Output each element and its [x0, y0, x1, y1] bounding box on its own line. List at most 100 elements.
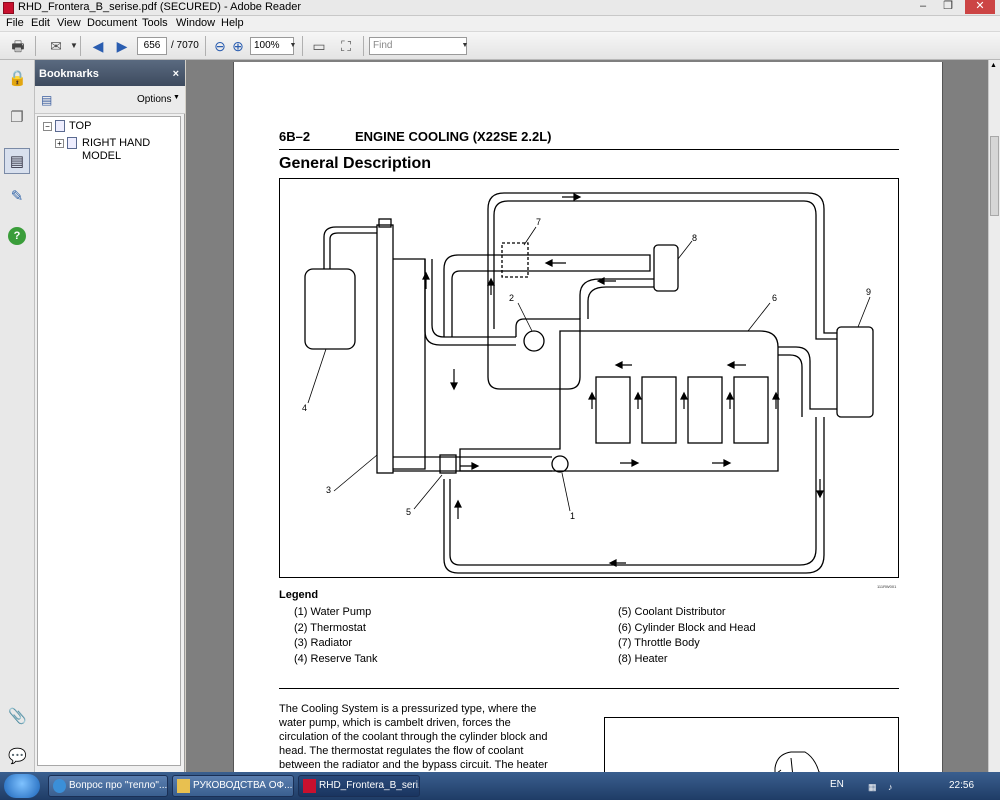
body-line: head. The thermostat regulates the flow … [279, 745, 524, 757]
flow-arrow [588, 391, 596, 409]
start-button[interactable] [4, 774, 40, 798]
pipe-9-link [815, 324, 837, 340]
volume-icon[interactable]: ♪ [888, 782, 893, 792]
browser-icon [53, 779, 66, 793]
body-line: The Cooling System is a pressurized type… [279, 703, 537, 715]
bookmarks-toolbar: ▤ Options ▼ [35, 86, 185, 114]
restore-button[interactable]: ❐ [943, 0, 953, 12]
chevron-down-icon[interactable]: ▼ [461, 42, 469, 49]
language-indicator[interactable]: EN [830, 779, 844, 790]
bookmark-item-right-hand-model-line2[interactable]: MODEL [82, 150, 122, 162]
legend-item-1: (1) Water Pump [294, 606, 372, 618]
print-icon[interactable]: 🖶 [11, 38, 25, 54]
leader-line-6 [747, 302, 771, 332]
folder-icon [177, 779, 190, 793]
pipe-heater-hose [443, 254, 651, 337]
menu-file[interactable]: File [6, 17, 24, 29]
leader-line-2 [517, 302, 533, 332]
collapse-icon[interactable]: − [43, 122, 52, 131]
callout-8: 8 [692, 233, 697, 243]
menu-view[interactable]: View [57, 17, 81, 29]
lock-icon[interactable]: 🔒 [8, 70, 27, 87]
page-total: / 7070 [171, 40, 199, 51]
zoom-select[interactable]: 100% [250, 37, 294, 55]
bookmarks-icon[interactable]: ▤ [4, 148, 30, 174]
zoom-out-icon[interactable]: ⊖ [214, 38, 226, 54]
legend-item-7: (7) Throttle Body [618, 637, 700, 649]
fit-page-icon[interactable]: ⛶ [341, 38, 351, 54]
network-icon[interactable]: ▦ [868, 782, 877, 792]
expand-icon[interactable]: + [55, 139, 64, 148]
chevron-down-icon[interactable]: ▼ [70, 41, 78, 50]
taskbar-item-browser[interactable]: Вопрос про "тепло"... [48, 775, 168, 797]
previous-page-icon[interactable]: ◀ [92, 38, 104, 54]
toolbar-separator [302, 36, 303, 56]
scroll-thumb[interactable] [990, 136, 999, 216]
flow-arrow [562, 193, 582, 201]
toolbar-separator [80, 36, 81, 56]
pipe-right-down [449, 417, 817, 566]
bookmark-icon [67, 137, 77, 149]
bookmark-item-right-hand-model[interactable]: RIGHT HAND [82, 137, 151, 149]
attachment-icon[interactable]: 📎 [8, 708, 27, 725]
bookmark-item-top[interactable]: TOP [69, 120, 92, 132]
menu-help[interactable]: Help [221, 17, 244, 29]
body-line: water pump, which is cambelt driven, for… [279, 717, 511, 729]
pages-icon[interactable]: ❐ [10, 109, 24, 126]
leader-line-8 [677, 240, 693, 260]
flow-arrow [712, 459, 732, 467]
zoom-in-icon[interactable]: ⊕ [232, 38, 244, 54]
callout-5: 5 [406, 507, 411, 517]
close-button[interactable]: ✕ [965, 0, 995, 14]
bookmarks-header: Bookmarks × [35, 60, 185, 86]
divider [279, 688, 899, 689]
pipe-radiator-core [393, 258, 426, 470]
body-paragraph: The Cooling System is a pressurized type… [279, 702, 577, 772]
thermostat-bypass [487, 318, 581, 390]
chevron-down-icon[interactable]: ▼ [173, 94, 180, 101]
minimize-button[interactable]: – [919, 0, 927, 12]
fit-width-icon[interactable]: ▭ [312, 38, 326, 54]
pipe-top-loop [487, 192, 825, 329]
taskbar-item-label: RHD_Frontera_B_seri... [319, 780, 420, 791]
legend-item-3: (3) Radiator [294, 637, 353, 649]
pipe-tank-to-radiator-inner [323, 226, 377, 269]
options-button[interactable]: Options [137, 94, 172, 105]
legend-item-8: (8) Heater [618, 653, 668, 665]
legend-item-4: (4) Reserve Tank [294, 653, 378, 665]
menu-window[interactable]: Window [176, 17, 216, 29]
scroll-up-icon[interactable]: ▲ [990, 62, 997, 69]
component-5-coolant-distributor [439, 454, 457, 474]
cooling-diagram-svg: 1 2 3 4 5 6 7 8 9 [302, 192, 874, 574]
flow-arrow [614, 361, 632, 369]
menu-bar: File Edit View Document Tools Window Hel… [0, 16, 1000, 32]
signatures-icon[interactable]: ✎ [10, 188, 24, 205]
help-icon[interactable]: ? [8, 227, 26, 245]
bookmark-icon [55, 120, 65, 132]
email-icon[interactable]: ✉ [50, 38, 62, 54]
find-input[interactable]: Find [369, 37, 467, 55]
component-3-radiator [376, 224, 394, 474]
callout-6: 6 [772, 293, 777, 303]
menu-edit[interactable]: Edit [31, 17, 50, 29]
figure-sketch [774, 751, 837, 782]
cylinder-1 [595, 376, 631, 444]
clock[interactable]: 22:56 [949, 780, 975, 791]
toolbar-separator [35, 36, 36, 56]
taskbar-item-adobe-reader[interactable]: RHD_Frontera_B_seri... [298, 775, 420, 797]
pipe-right-down-inner [443, 417, 825, 574]
menu-tools[interactable]: Tools [142, 17, 168, 29]
close-icon[interactable]: × [172, 68, 179, 80]
taskbar-item-folder[interactable]: РУКОВОДСТВА ОФ... [172, 775, 294, 797]
component-7-throttle-body [501, 242, 529, 278]
flow-arrow [772, 391, 780, 409]
pipe-top-loop-inner [493, 200, 817, 329]
chevron-down-icon[interactable]: ▼ [289, 42, 297, 49]
menu-document[interactable]: Document [87, 17, 138, 29]
vertical-scrollbar[interactable]: ▲ [988, 60, 1000, 772]
new-bookmark-icon[interactable]: ▤ [41, 93, 53, 107]
page-number-input[interactable]: 656 [137, 37, 167, 55]
figure-code: 111RW001 [877, 584, 897, 589]
next-page-icon[interactable]: ▶ [116, 38, 128, 54]
comments-icon[interactable]: 💬 [8, 748, 27, 765]
